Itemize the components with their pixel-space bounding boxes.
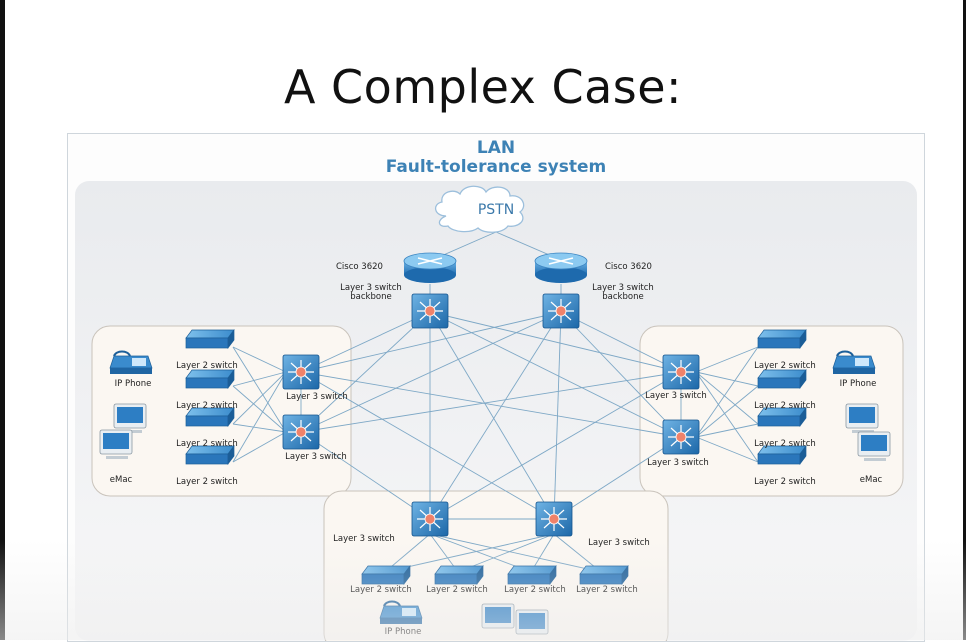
bottom-l3-label-1: Layer 3 switch bbox=[333, 534, 395, 544]
right-ip-phone-icon bbox=[832, 350, 876, 374]
backdrop-panel bbox=[75, 181, 917, 641]
backbone-switch-label-left: Layer 3 switch backbone bbox=[340, 283, 402, 303]
left-l3-switch-icon-2 bbox=[282, 414, 320, 450]
bottom-ip-phone-label: IP Phone bbox=[384, 627, 422, 637]
right-l2-label-1: Layer 2 switch bbox=[754, 361, 816, 371]
right-l2-switch-icon-1 bbox=[757, 328, 807, 350]
bottom-l3-label-2: Layer 3 switch bbox=[588, 538, 650, 548]
right-l2-switch-icon-3 bbox=[757, 406, 807, 428]
bottom-l2-label-2: Layer 2 switch bbox=[426, 585, 488, 595]
router-model-label-left: Cisco 3620 bbox=[336, 262, 383, 272]
bottom-l2-switch-icon-4 bbox=[579, 564, 629, 586]
right-computer-icon-2 bbox=[857, 431, 891, 461]
right-l3-label-1: Layer 3 switch bbox=[645, 391, 707, 401]
left-l2-switch-icon-1 bbox=[185, 328, 235, 350]
right-ip-phone-label: IP Phone bbox=[839, 379, 877, 389]
left-ip-phone-label: IP Phone bbox=[114, 379, 152, 389]
diagram-subtitle: Fault-tolerance system bbox=[385, 157, 607, 177]
diagram-title: LAN bbox=[476, 138, 516, 158]
left-l2-label-3: Layer 2 switch bbox=[176, 439, 238, 449]
slide-right-border bbox=[963, 0, 966, 640]
slide-title: A Complex Case: bbox=[283, 60, 683, 114]
backbone-l3-switch-icon-right bbox=[542, 293, 580, 329]
right-l3-switch-icon-1 bbox=[662, 354, 700, 390]
bottom-computer-icon-1 bbox=[481, 603, 515, 629]
router-model-label-right: Cisco 3620 bbox=[605, 262, 652, 272]
left-ip-phone-icon bbox=[109, 350, 153, 374]
diagram-canvas bbox=[75, 181, 917, 641]
router-icon-left bbox=[403, 252, 457, 283]
left-l2-switch-icon-4 bbox=[185, 444, 235, 466]
bottom-l2-label-4: Layer 2 switch bbox=[576, 585, 638, 595]
bottom-l2-switch-icon-1 bbox=[361, 564, 411, 586]
router-icon-right bbox=[534, 252, 588, 283]
right-l2-label-3: Layer 2 switch bbox=[754, 439, 816, 449]
left-l2-label-1: Layer 2 switch bbox=[176, 361, 238, 371]
left-l3-label-1: Layer 3 switch bbox=[286, 392, 348, 402]
left-l2-label-2: Layer 2 switch bbox=[176, 401, 238, 411]
pstn-cloud-icon bbox=[435, 185, 525, 233]
bottom-l2-switch-icon-2 bbox=[434, 564, 484, 586]
left-l2-switch-icon-3 bbox=[185, 406, 235, 428]
left-l3-label-2: Layer 3 switch bbox=[285, 452, 347, 462]
bottom-l3-switch-icon-2 bbox=[535, 501, 573, 537]
slide-left-border bbox=[0, 0, 5, 640]
right-l3-label-2: Layer 3 switch bbox=[647, 458, 709, 468]
bottom-l3-switch-icon-1 bbox=[411, 501, 449, 537]
right-computer-icon-1 bbox=[845, 403, 879, 433]
left-computer-label: eMac bbox=[109, 475, 133, 485]
right-l2-switch-icon-2 bbox=[757, 368, 807, 390]
left-l3-switch-icon-1 bbox=[282, 354, 320, 390]
right-computer-label: eMac bbox=[859, 475, 883, 485]
right-l2-label-2: Layer 2 switch bbox=[754, 401, 816, 411]
left-computer-icon-2 bbox=[99, 429, 133, 459]
pstn-label: PSTN bbox=[477, 202, 515, 218]
backbone-switch-label-right: Layer 3 switch backbone bbox=[592, 283, 654, 303]
right-l2-label-4: Layer 2 switch bbox=[754, 477, 816, 487]
left-l2-switch-icon-2 bbox=[185, 368, 235, 390]
network-diagram: LAN Fault-tolerance system PSTN Cisco 36… bbox=[67, 133, 925, 642]
bottom-l2-label-1: Layer 2 switch bbox=[350, 585, 412, 595]
network-links bbox=[232, 231, 759, 573]
backbone-l3-switch-icon-left bbox=[411, 293, 449, 329]
right-l3-switch-icon-2 bbox=[662, 419, 700, 455]
bottom-computer-icon-2 bbox=[515, 609, 549, 635]
left-l2-label-4: Layer 2 switch bbox=[176, 477, 238, 487]
bottom-l2-switch-icon-3 bbox=[507, 564, 557, 586]
bottom-l2-label-3: Layer 2 switch bbox=[504, 585, 566, 595]
right-l2-switch-icon-4 bbox=[757, 444, 807, 466]
